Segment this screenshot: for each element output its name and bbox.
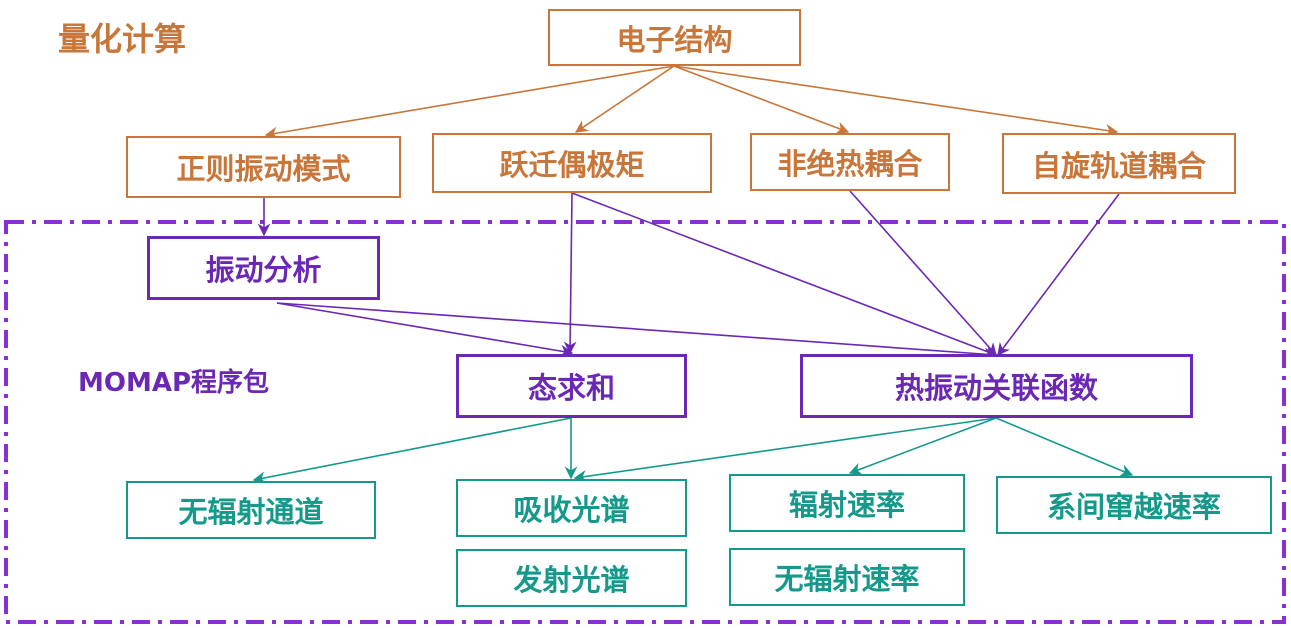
- node-nonradiative-channel: 无辐射通道: [126, 481, 376, 539]
- arrow-structure-to-spin-orbit: [673, 65, 1119, 137]
- node-absorption-spectrum: 吸收光谱: [456, 479, 687, 537]
- node-nonadiabatic-coupling: 非绝热耦合: [750, 133, 950, 191]
- node-radiative-rate: 辐射速率: [729, 474, 965, 532]
- arrow-spin-orbit-to-correlation: [997, 193, 1120, 357]
- arrow-correlation-to-absorption: [573, 417, 997, 483]
- node-emission-spectrum: 发射光谱: [456, 549, 687, 607]
- momap-frame: [4, 220, 1286, 624]
- arrow-structure-to-nonadiabatic: [673, 65, 850, 134]
- node-sum-over-states: 态求和: [456, 354, 687, 418]
- node-transition-dipole: 跃迁偶极矩: [432, 133, 712, 193]
- node-electronic-structure: 电子结构: [548, 9, 801, 66]
- arrow-dipole-to-sum-states: [563, 192, 577, 355]
- node-thermal-vibration-correlation: 热振动关联函数: [800, 354, 1193, 418]
- node-isc-rate: 系间窜越速率: [996, 476, 1272, 534]
- quantum-section-label: 量化计算: [58, 20, 187, 58]
- arrow-dipole-to-correlation: [571, 192, 998, 357]
- momap-section-label: MOMAP程序包: [78, 368, 270, 398]
- arrow-structure-to-normal-modes: [264, 65, 675, 140]
- node-normal-modes: 正则振动模式: [126, 136, 401, 198]
- arrow-correlation-to-isc-rate: [995, 417, 1134, 477]
- node-vibration-analysis: 振动分析: [147, 236, 380, 300]
- node-spin-orbit-coupling: 自旋轨道耦合: [1002, 133, 1236, 194]
- arrow-structure-to-transition-dipole: [574, 65, 675, 133]
- arrow-correlation-to-radiative-rate: [848, 417, 997, 475]
- arrow-sum-states-to-nonradiative-channel: [252, 417, 572, 485]
- node-nonradiative-rate: 无辐射速率: [729, 548, 965, 606]
- arrow-nonadiabatic-to-correlation: [849, 190, 997, 356]
- arrow-vibration-to-correlation: [276, 302, 998, 361]
- arrow-vibration-to-sum-states: [276, 302, 574, 358]
